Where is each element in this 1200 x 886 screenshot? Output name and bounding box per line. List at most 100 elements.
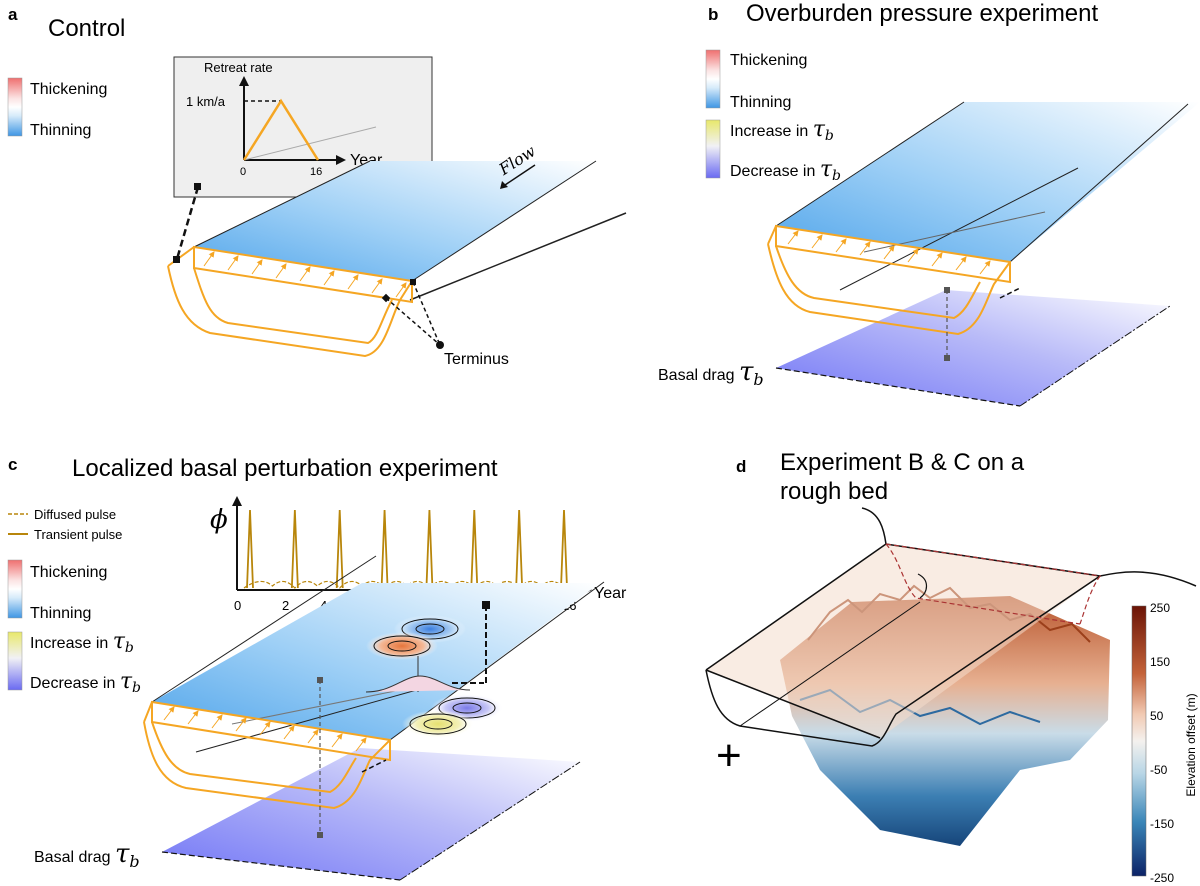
panel-c-legend-thickthin xyxy=(7,559,23,619)
flow-arrow xyxy=(504,164,536,186)
transient-pulse-spike xyxy=(425,509,434,589)
perturbation-increase-blob xyxy=(402,710,474,738)
transient-pulse-label: Transient pulse xyxy=(34,527,122,542)
panel-d-red-outline-back xyxy=(885,543,1102,625)
terminus-connector-2 xyxy=(385,297,441,346)
panel-a: a Control Thickening Thinning Retreat ra… xyxy=(7,5,627,368)
panel-b: b Overburden pressure experiment Thicken… xyxy=(658,0,1200,407)
panel-b-link-top xyxy=(944,287,950,293)
perturbation-bump xyxy=(365,675,471,693)
panel-b-ice-surface xyxy=(776,102,1200,262)
inset-retreat-curve xyxy=(242,98,320,161)
inset-connector-start xyxy=(173,256,180,263)
flow-arrowhead xyxy=(500,181,508,189)
panel-b-link-bottom xyxy=(944,355,950,361)
panel-b-legend-increase: Increase in τb xyxy=(730,117,834,144)
panel-b-legend-thickening: Thickening xyxy=(730,52,807,69)
panel-b-legend-decrease: Decrease in τb xyxy=(730,157,841,184)
panel-c-title: Localized basal perturbation experiment xyxy=(72,455,498,482)
inset-y-tick: 1 km/a xyxy=(186,94,226,109)
panel-b-edge-right xyxy=(1009,103,1189,263)
pulse-plot-ylabel: ϕ xyxy=(210,505,228,535)
panel-c-basal-label: Basal drag τb xyxy=(34,839,140,871)
panel-c-legend-decrease: Decrease in τb xyxy=(30,669,141,696)
panel-b-front-face xyxy=(775,224,1011,284)
panel-d-front-cross-section xyxy=(705,575,1101,747)
terminus-dot xyxy=(436,341,444,349)
cb-tick-250: 250 xyxy=(1150,601,1170,615)
panel-d-red-outline-side xyxy=(885,543,1081,625)
bump-connector-end xyxy=(482,601,490,609)
panel-c-centerline xyxy=(231,685,421,725)
panel-c: c Localized basal perturbation experimen… xyxy=(7,455,627,881)
panel-b-title: Overburden pressure experiment xyxy=(746,0,1099,27)
pulse-series xyxy=(243,509,568,589)
perturbation-thickening-blob xyxy=(366,632,438,660)
panel-b-basal-label: Basal drag τb xyxy=(658,357,764,389)
elevation-colorbar-label: Elevation offset (m) xyxy=(1184,693,1198,796)
transient-pulse-spike xyxy=(515,509,524,589)
transient-pulse-spike xyxy=(290,509,299,589)
rough-bed-ice-surface xyxy=(706,544,1100,738)
diffused-pulse-label: Diffused pulse xyxy=(34,507,116,522)
elevation-colorbar-ticks: 250 150 50 -50 -150 -250 xyxy=(1150,601,1174,885)
cb-tick-150: 150 xyxy=(1150,655,1170,669)
panel-b-flow-arrows xyxy=(787,230,991,275)
panel-b-edge-left xyxy=(775,101,965,227)
pulse-plot-xlabel: Year xyxy=(594,585,627,602)
panel-a-flow-arrows xyxy=(203,251,407,298)
panel-d-back-ridge xyxy=(885,543,1197,587)
panel-a-ice-edge-left xyxy=(193,160,371,248)
panel-b-legend-incdec xyxy=(705,119,721,179)
inset-x-tick-start: 0 xyxy=(240,166,246,178)
pulse-x-tick-2: 2 xyxy=(282,598,289,613)
inset-x-tick-end: 16 xyxy=(310,166,322,178)
panel-b-drag-plane xyxy=(776,290,1170,406)
cb-tick-50: 50 xyxy=(1150,709,1164,723)
panel-d-centerline xyxy=(739,601,921,727)
perturbation-increase-contour-inner xyxy=(423,718,453,730)
inset-y-arrowhead xyxy=(239,76,249,86)
terminus-connector-1 xyxy=(412,281,441,346)
transient-pulse-spike xyxy=(380,509,389,589)
panel-c-drag-edge-right xyxy=(399,761,581,881)
transient-pulse-spike xyxy=(335,509,344,589)
inset-connector xyxy=(175,186,200,260)
panel-d: d Experiment B & C on a rough bed + 250 … xyxy=(705,449,1198,885)
panel-c-drag-plane xyxy=(162,748,580,880)
panel-b-inner-cross-section xyxy=(767,225,981,320)
panel-b-drag-edge-front xyxy=(775,367,1021,407)
panel-c-outer-cross-section xyxy=(143,721,391,810)
inset-connector-end xyxy=(194,183,201,190)
panel-d-title-line2: rough bed xyxy=(780,478,888,505)
panel-d-inner-arc xyxy=(917,573,928,599)
transient-pulse-spike xyxy=(246,509,254,589)
panel-d-title-line1: Experiment B & C on a xyxy=(780,449,1025,476)
pulse-x-tick-0: 0 xyxy=(234,598,241,613)
panel-a-ice-surface xyxy=(194,161,596,281)
perturbation-thinning-contour-inner xyxy=(415,623,445,635)
panel-c-bed-line xyxy=(195,683,439,753)
diffused-pulse-curve xyxy=(243,580,565,589)
panel-c-link-bottom xyxy=(317,832,323,838)
inset-x-arrowhead xyxy=(336,155,346,165)
panel-c-legend-incdec xyxy=(7,631,23,691)
panel-b-legend-thickthin xyxy=(705,49,721,109)
pulse-plot-y-arrowhead xyxy=(232,496,242,506)
panel-a-letter: a xyxy=(8,5,18,24)
panel-a-bed-line xyxy=(409,212,627,301)
panel-b-bed-line xyxy=(839,167,1079,291)
panel-c-flow-arrows xyxy=(163,706,367,752)
cb-tick-minus150: -150 xyxy=(1150,817,1174,831)
panel-a-front-face xyxy=(193,245,413,304)
transient-pulse-spike xyxy=(560,509,568,589)
panel-c-edge-left xyxy=(151,555,377,703)
inset-flowline xyxy=(243,126,377,161)
perturbation-thickening-contour-outer xyxy=(373,635,431,657)
panel-d-left-wall-back xyxy=(705,507,887,671)
panel-a-inner-cross-section xyxy=(167,246,393,345)
panel-b-bed-dash xyxy=(999,287,1021,299)
panel-a-legend-thinning: Thinning xyxy=(30,122,91,139)
panel-b-outer-cross-section xyxy=(767,243,1011,336)
